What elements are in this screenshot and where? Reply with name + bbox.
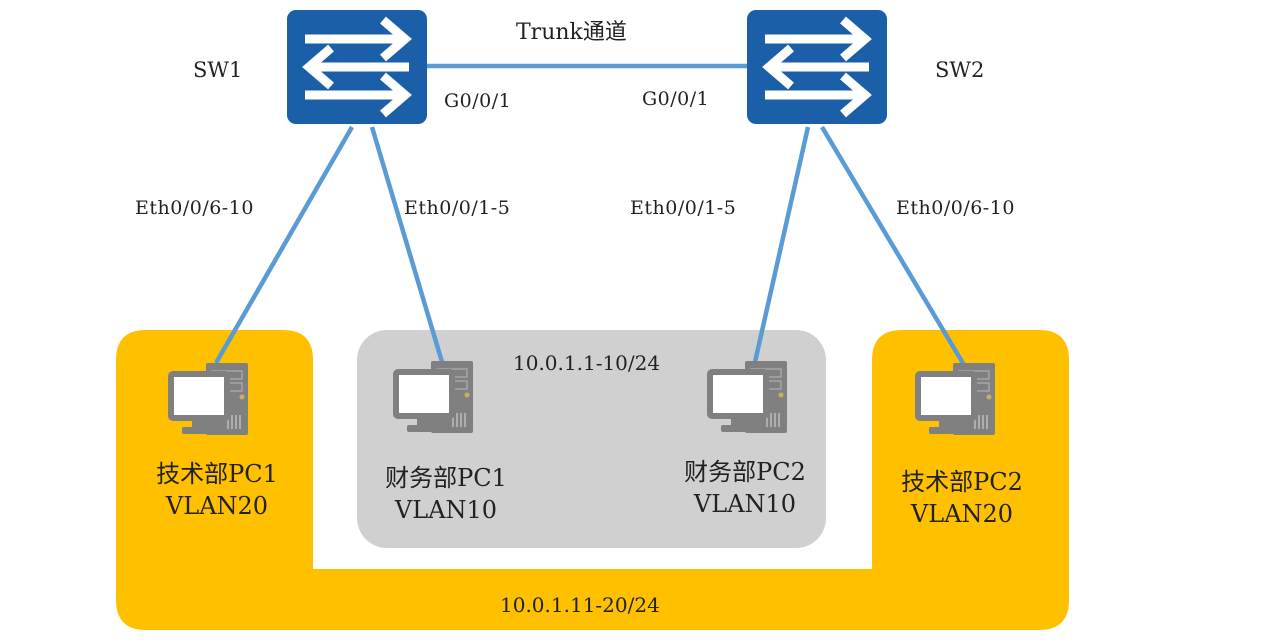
pc-label-tech-pc1: 技术部PC1 VLAN20: [142, 458, 292, 522]
vlan20-subnet-label: 10.0.1.11-20/24: [500, 593, 660, 617]
sw2-name: SW2: [935, 58, 985, 82]
pc-name: 技术部PC2: [901, 468, 1023, 496]
switch-icon-sw2: [747, 10, 887, 124]
vlan10-subnet-label: 10.0.1.1-10/24: [513, 351, 661, 375]
pc-label-fin-pc2: 财务部PC2 VLAN10: [665, 456, 825, 520]
pc-vlan: VLAN20: [165, 492, 269, 520]
pc-vlan: VLAN10: [693, 490, 797, 518]
pc-name: 技术部PC1: [156, 460, 278, 488]
pc-name: 财务部PC1: [385, 464, 507, 492]
link-sw2-pc2-fin: [752, 126, 811, 363]
pc-vlan: VLAN20: [910, 500, 1014, 528]
switch-icon-sw1: [287, 10, 427, 124]
sw2-vlan10-ports: Eth0/0/1-5: [630, 197, 737, 219]
pc-name: 财务部PC2: [684, 458, 806, 486]
link-sw1-pc1-tech: [214, 125, 354, 365]
link-sw1-pc1-fin: [369, 126, 445, 363]
sw1-vlan10-ports: Eth0/0/1-5: [404, 197, 511, 219]
sw1-uplink-port: G0/0/1: [444, 90, 512, 112]
trunk-label: Trunk通道: [516, 20, 627, 45]
sw2-vlan20-ports: Eth0/0/6-10: [896, 197, 1015, 219]
pc-vlan: VLAN10: [394, 496, 498, 524]
sw1-vlan20-ports: Eth0/0/6-10: [135, 197, 254, 219]
link-sw2-pc2-tech: [820, 125, 966, 367]
links: [214, 63, 966, 367]
vlan20-zone: [116, 330, 1069, 630]
sw1-name: SW1: [193, 58, 243, 82]
pc-label-tech-pc2: 技术部PC2 VLAN20: [882, 466, 1042, 530]
sw2-uplink-port: G0/0/1: [642, 88, 710, 110]
pc-label-fin-pc1: 财务部PC1 VLAN10: [366, 462, 526, 526]
